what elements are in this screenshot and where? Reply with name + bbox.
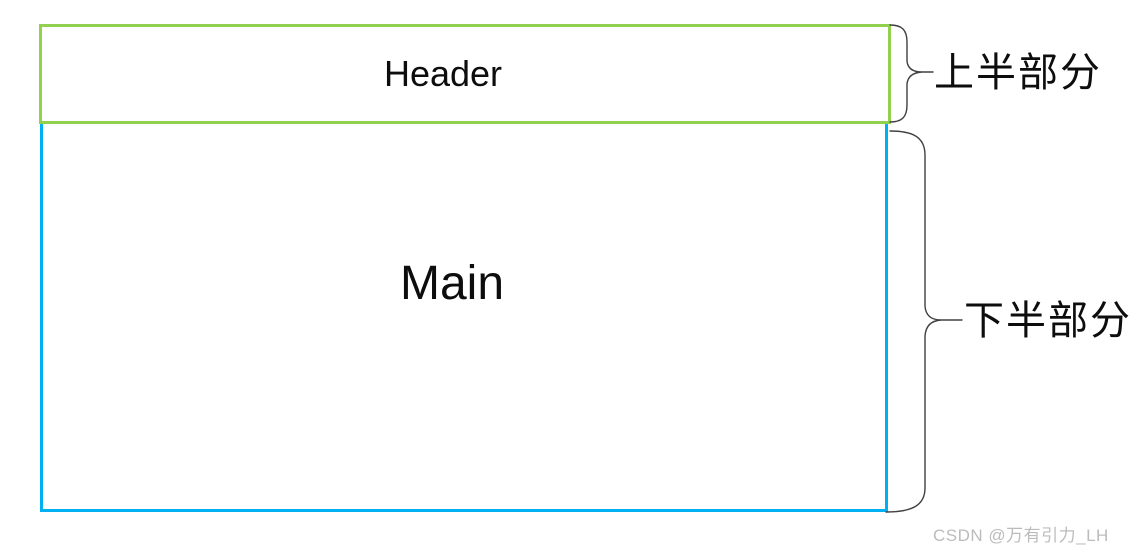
upper-brace-icon: [889, 24, 934, 123]
lower-brace-icon: [885, 130, 963, 513]
header-box: [39, 24, 891, 124]
watermark: CSDN @万有引力_LH: [933, 526, 1109, 545]
main-box: [40, 121, 888, 512]
